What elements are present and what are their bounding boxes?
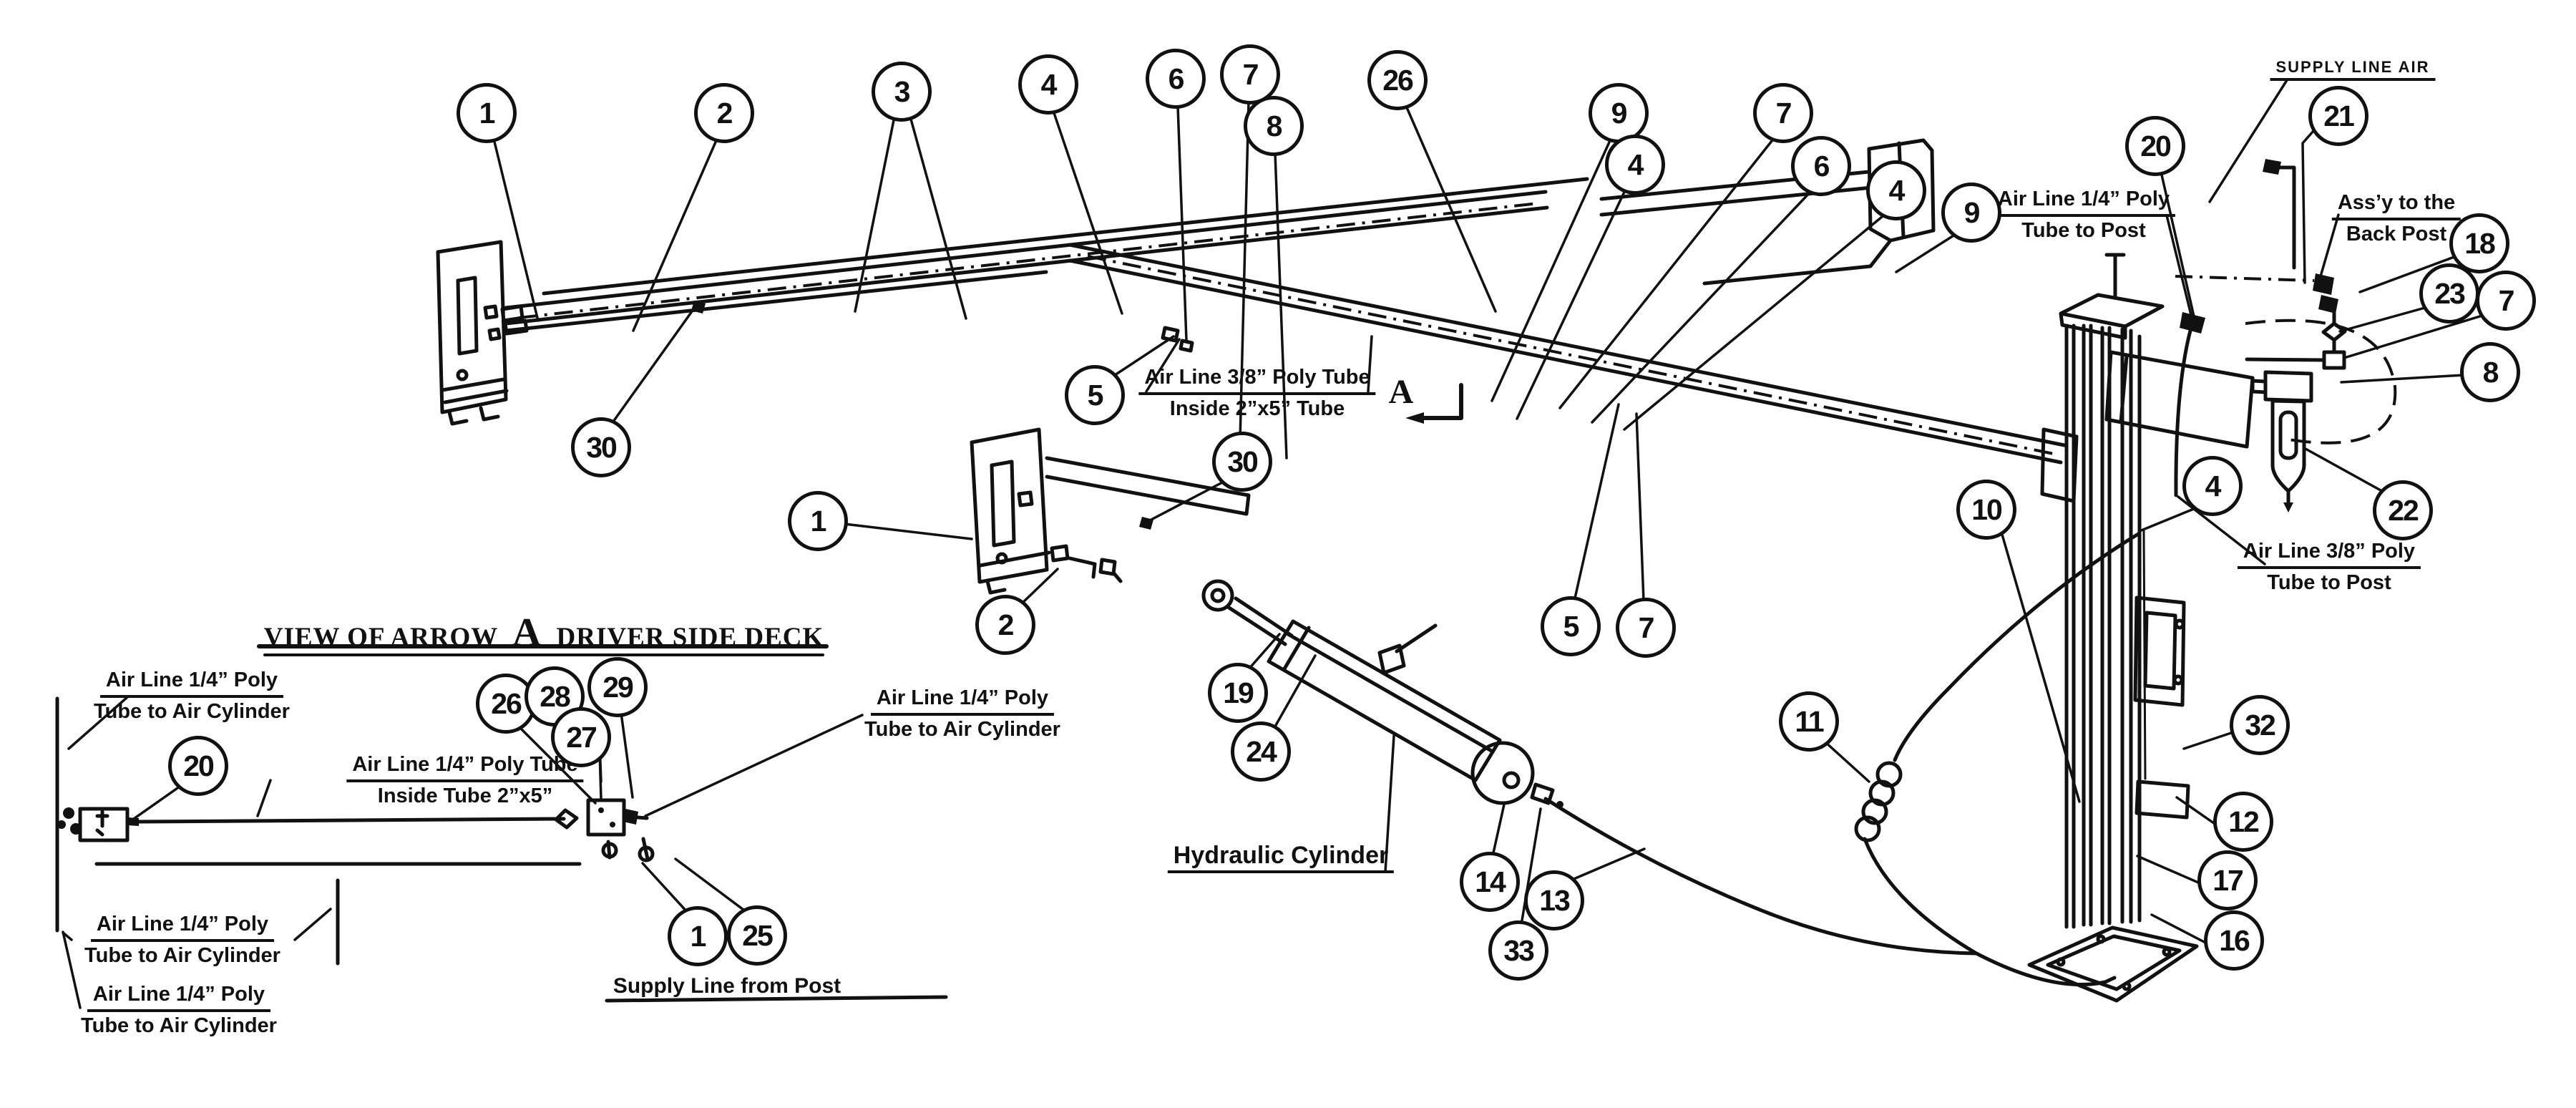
callout-9: 9 bbox=[1589, 83, 1649, 143]
callout-1: 1 bbox=[788, 491, 848, 551]
callout-9: 9 bbox=[1941, 183, 2001, 243]
view-title-arrow-letter: A bbox=[512, 611, 542, 655]
callout-19: 19 bbox=[1208, 663, 1268, 723]
callout-17: 17 bbox=[2197, 850, 2258, 910]
callout-24: 24 bbox=[1231, 721, 1291, 782]
callout-20: 20 bbox=[2125, 116, 2185, 176]
label-supply-line-from-post: Supply Line from Post bbox=[613, 974, 841, 998]
callout-27: 27 bbox=[551, 707, 611, 767]
label-supply-line-air: SUPPLY LINE AIR bbox=[2270, 57, 2436, 81]
callout-2: 2 bbox=[975, 595, 1035, 655]
callout-32: 32 bbox=[2230, 695, 2290, 755]
callout-12: 12 bbox=[2213, 792, 2273, 852]
view-title-pre: VIEW OF ARROW bbox=[263, 623, 498, 652]
callout-4: 4 bbox=[1018, 54, 1078, 115]
callout-23: 23 bbox=[2419, 263, 2479, 324]
callout-5: 5 bbox=[1541, 596, 1601, 656]
callout-13: 13 bbox=[1524, 870, 1584, 930]
callout-6: 6 bbox=[1146, 49, 1206, 109]
callout-4: 4 bbox=[1866, 160, 1926, 220]
label-hydraulic-cylinder: Hydraulic Cylinder bbox=[1167, 842, 1395, 873]
view-title-post: DRIVER SIDE DECK bbox=[556, 623, 824, 652]
callout-2: 2 bbox=[694, 83, 754, 143]
callout-21: 21 bbox=[2308, 86, 2368, 146]
callout-7: 7 bbox=[1616, 598, 1676, 658]
callout-29: 29 bbox=[587, 657, 648, 717]
callout-18: 18 bbox=[2449, 213, 2509, 273]
view-title: VIEW OF ARROW A DRIVER SIDE DECK bbox=[258, 610, 830, 656]
callout-8: 8 bbox=[1244, 96, 1304, 156]
callout-22: 22 bbox=[2373, 480, 2433, 540]
callout-14: 14 bbox=[1460, 852, 1520, 912]
callout-16: 16 bbox=[2204, 910, 2264, 971]
callout-3: 3 bbox=[872, 62, 932, 122]
callout-6: 6 bbox=[1791, 136, 1851, 196]
callout-5: 5 bbox=[1065, 365, 1125, 425]
callout-30: 30 bbox=[571, 417, 631, 477]
callout-8: 8 bbox=[2460, 342, 2520, 402]
callout-4: 4 bbox=[1605, 135, 1665, 195]
callout-25: 25 bbox=[727, 905, 787, 966]
leader-lines bbox=[62, 79, 2486, 1009]
callout-4: 4 bbox=[2182, 456, 2243, 516]
callout-11: 11 bbox=[1779, 691, 1839, 752]
callout-30: 30 bbox=[1212, 432, 1272, 492]
callout-7: 7 bbox=[1753, 83, 1813, 143]
label-view-arrow-letter: A bbox=[1388, 373, 1414, 411]
callout-1: 1 bbox=[457, 83, 517, 143]
callout-20: 20 bbox=[168, 736, 228, 796]
callout-7: 7 bbox=[1220, 44, 1280, 105]
callout-33: 33 bbox=[1488, 920, 1548, 981]
callout-7: 7 bbox=[2476, 271, 2536, 331]
callout-10: 10 bbox=[1956, 480, 2016, 540]
callout-26: 26 bbox=[1367, 50, 1428, 110]
callout-1: 1 bbox=[668, 906, 728, 966]
